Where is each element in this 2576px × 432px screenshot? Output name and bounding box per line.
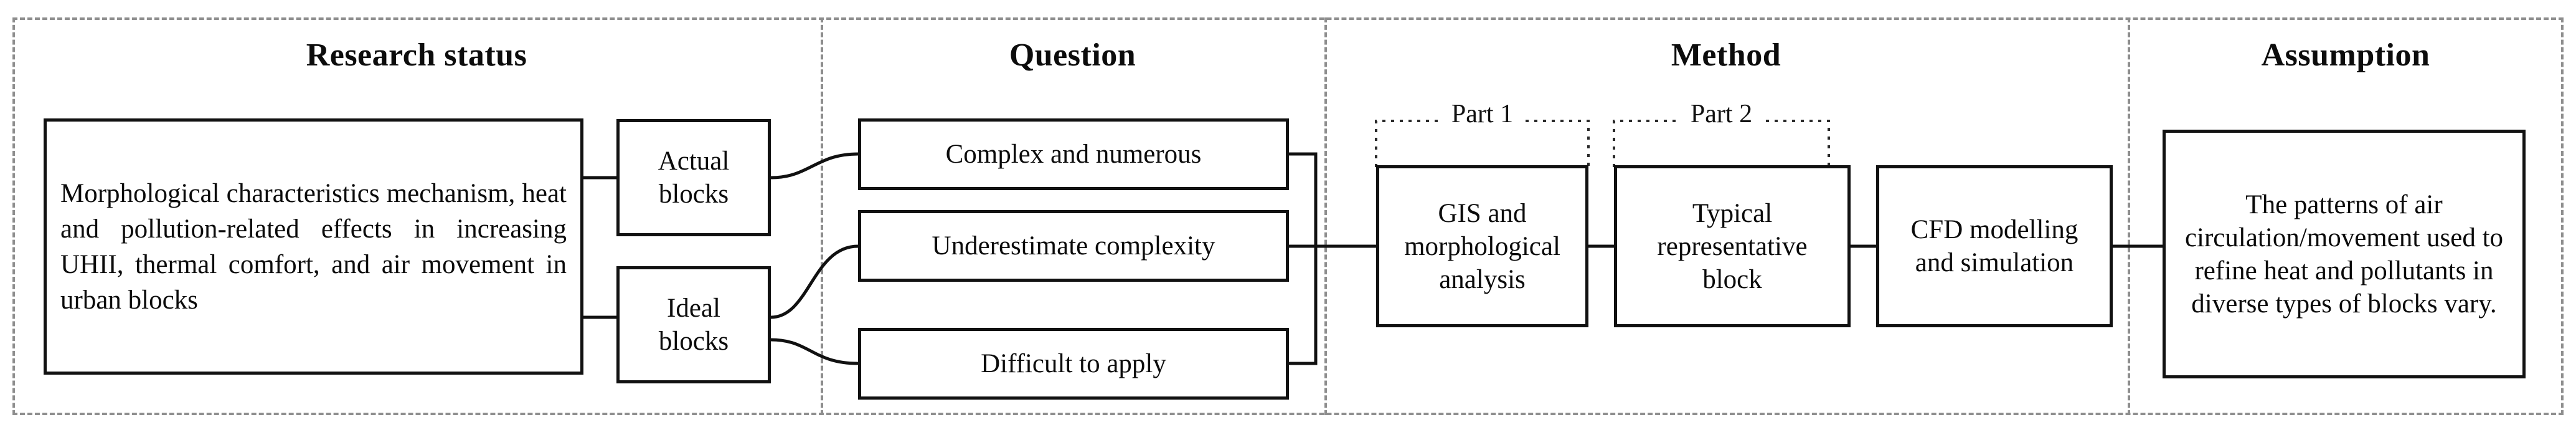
node-underestimate-complexity-text: Underestimate complexity xyxy=(932,231,1215,261)
node-complex-and-numerous[interactable]: Complex and numerous xyxy=(858,118,1289,190)
node-typical-block[interactable]: Typical representative block xyxy=(1614,165,1851,327)
node-gis-analysis-text: GIS and morphological analysis xyxy=(1404,198,1560,294)
node-complex-and-numerous-text: Complex and numerous xyxy=(945,140,1202,169)
panel-title-assumption: Assumption xyxy=(2261,37,2430,73)
panel-title-method: Method xyxy=(1671,37,1781,73)
node-cfd-modelling-text: CFD modelling and simulation xyxy=(1910,215,2078,277)
node-typical-block-text: Typical representative block xyxy=(1657,198,1808,294)
part-1-label: Part 1 xyxy=(1451,100,1514,128)
panel-title-research-status: Research status xyxy=(306,37,527,73)
node-ideal-blocks-text: Ideal blocks xyxy=(658,294,729,356)
panel-title-question: Question xyxy=(1009,37,1136,73)
node-assumption-text: The patterns of air circulation/movement… xyxy=(2184,190,2504,319)
node-assumption[interactable]: The patterns of air circulation/movement… xyxy=(2163,130,2526,378)
part-2-label: Part 2 xyxy=(1690,100,1753,128)
node-difficult-to-apply-text: Difficult to apply xyxy=(981,349,1166,378)
panel-divider-2 xyxy=(1324,17,1327,415)
node-research-summary-text: Morphological characteristics mechanism,… xyxy=(60,178,567,315)
node-research-summary[interactable]: Morphological characteristics mechanism,… xyxy=(44,118,583,375)
node-gis-analysis[interactable]: GIS and morphological analysis xyxy=(1376,165,1588,327)
panel-frame xyxy=(12,17,2564,415)
node-actual-blocks[interactable]: Actual blocks xyxy=(616,119,771,236)
node-underestimate-complexity[interactable]: Underestimate complexity xyxy=(858,210,1289,282)
node-actual-blocks-text: Actual blocks xyxy=(658,146,730,209)
node-difficult-to-apply[interactable]: Difficult to apply xyxy=(858,328,1289,400)
panel-divider-3 xyxy=(2128,17,2130,415)
panel-divider-1 xyxy=(821,17,823,415)
node-cfd-modelling[interactable]: CFD modelling and simulation xyxy=(1876,165,2113,327)
node-ideal-blocks[interactable]: Ideal blocks xyxy=(616,266,771,383)
